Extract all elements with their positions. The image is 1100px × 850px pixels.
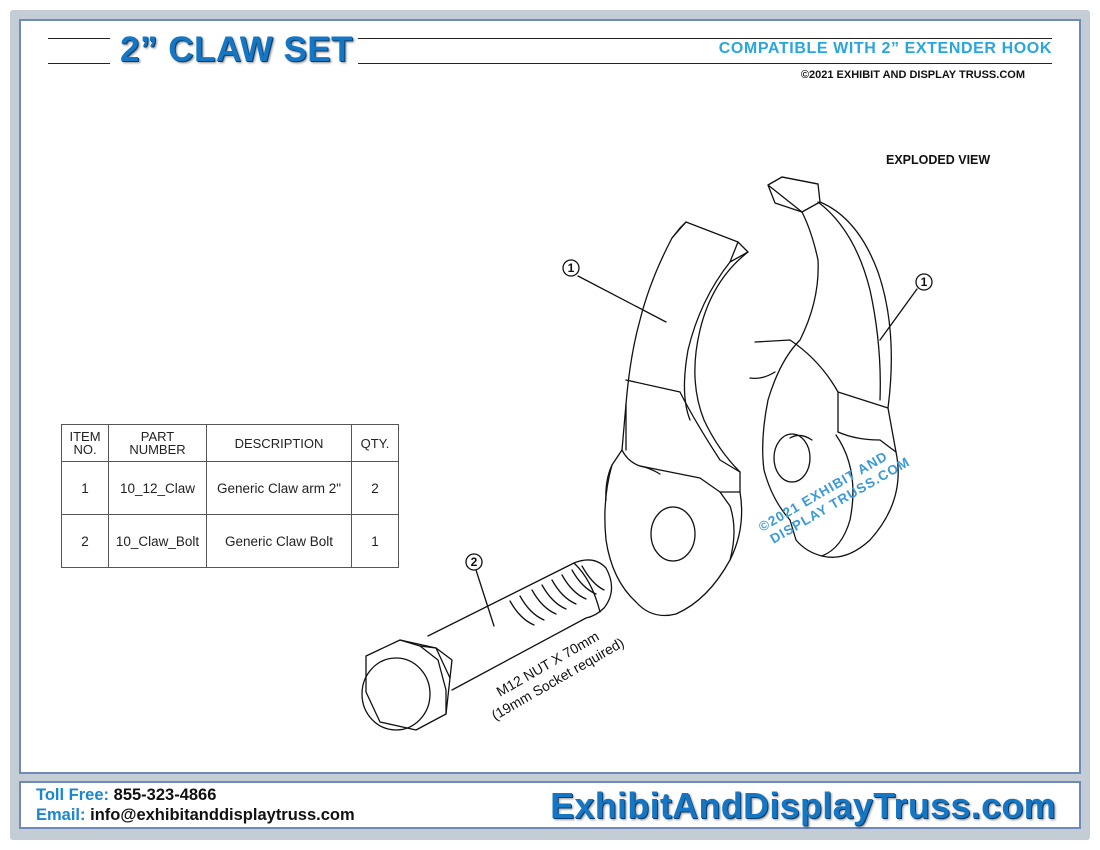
col-header-description: DESCRIPTION	[206, 424, 352, 462]
cell-description: Generic Claw arm 2"	[206, 461, 352, 515]
email-link[interactable]: info@exhibitanddisplaytruss.com	[90, 806, 355, 824]
balloon-label-claw-left: 1	[568, 261, 575, 275]
brand-website[interactable]: ExhibitAndDisplayTruss.com	[550, 785, 1056, 826]
toll-free-line: Toll Free: 855-323-4866	[36, 786, 216, 805]
col-header-item-line1: ITEM	[69, 429, 101, 444]
page-title: 2” CLAW SET	[120, 30, 354, 69]
header-rule-right-top	[358, 38, 1052, 39]
balloon-bolt	[465, 553, 483, 571]
copyright-note: ©2021 EXHIBIT AND DISPLAY TRUSS.COM	[800, 69, 1025, 81]
bill-of-materials-table: ITEM NO. PART NUMBER DESCRIPTION QTY. 1 …	[61, 424, 399, 568]
leader-line-bolt	[475, 569, 495, 627]
cell-item: 1	[61, 461, 109, 515]
balloon-label-bolt: 2	[471, 555, 478, 569]
exploded-view-drawing: 1 1 2 M12 NUT X 70mm (19mm Socket requir…	[361, 176, 933, 731]
cell-part-number: 10_12_Claw	[108, 461, 207, 515]
cell-part-number: 10_Claw_Bolt	[108, 514, 207, 568]
drawing-sheet	[19, 19, 1081, 774]
cell-description: Generic Claw Bolt	[206, 514, 352, 568]
table-row: 2 10_Claw_Bolt Generic Claw Bolt 1	[61, 514, 399, 568]
col-header-part-number: PART NUMBER	[108, 424, 207, 462]
header-rule-right-bottom	[358, 63, 1052, 64]
balloon-claw-left	[562, 259, 580, 277]
claw-arm-front	[604, 221, 749, 617]
claw-arm-back	[749, 176, 899, 558]
email-line: Email: info@exhibitanddisplaytruss.com	[36, 806, 355, 825]
balloon-claw-right	[915, 273, 933, 291]
leader-line-claw-right	[879, 288, 918, 341]
view-label: EXPLODED VIEW	[886, 153, 991, 167]
table-header-row: ITEM NO. PART NUMBER DESCRIPTION QTY.	[61, 424, 399, 462]
leader-line-claw-left	[577, 275, 667, 323]
cell-qty: 1	[351, 514, 399, 568]
footer-panel	[19, 781, 1081, 829]
compatibility-note: COMPATIBLE WITH 2” EXTENDER HOOK	[718, 40, 1052, 57]
col-header-qty: QTY.	[351, 424, 399, 462]
toll-free-number[interactable]: 855-323-4866	[113, 786, 217, 804]
bolt	[361, 559, 613, 731]
header-rule-left-top	[48, 38, 110, 39]
email-label: Email:	[36, 806, 86, 824]
col-header-item-line2: NO.	[73, 442, 97, 457]
toll-free-label: Toll Free:	[36, 786, 110, 804]
cell-qty: 2	[351, 461, 399, 515]
table-row: 1 10_12_Claw Generic Claw arm 2" 2	[61, 461, 399, 515]
header-rule-left-bottom	[48, 63, 110, 64]
balloon-label-claw-right: 1	[921, 275, 928, 289]
